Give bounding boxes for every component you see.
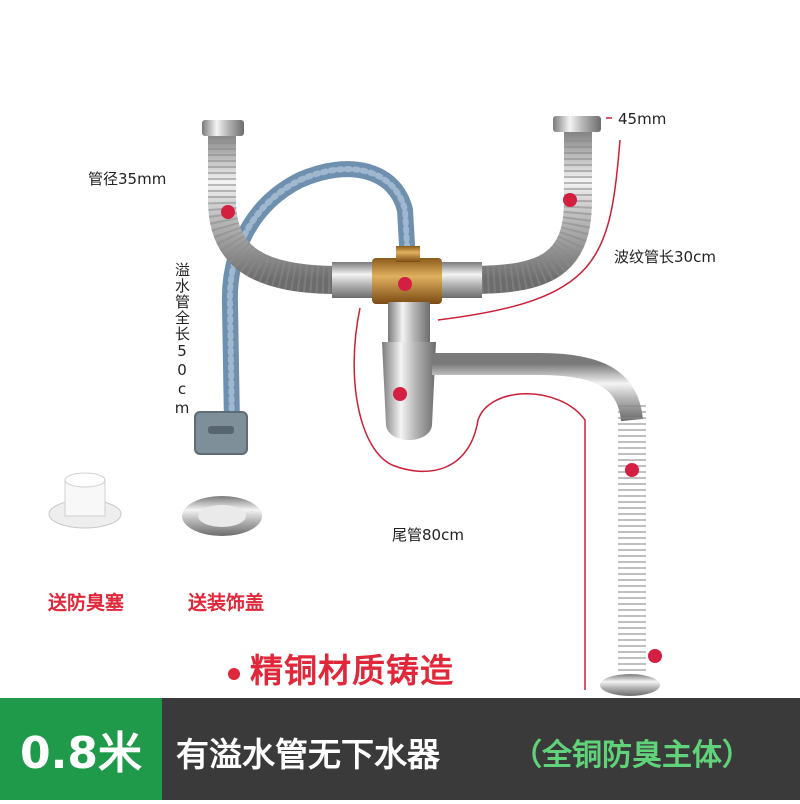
marker-dots [221,193,662,663]
gift-deodorant-plug: 送防臭塞 [47,592,124,614]
gift-decorative-cover: 送装饰盖 [187,592,264,614]
tail-pipe-length-label: 尾管80cm [392,526,464,544]
deodorant-plug-image [48,472,122,529]
headline: 精铜材质铸造 [250,651,454,690]
size-badge: 0.8米 [0,698,162,800]
corrugated-length-label: 波纹管长30cm [614,248,716,266]
gift-circle-plug [37,466,133,562]
pipe-diameter-label: 管径35mm [88,170,167,188]
decorative-cover-image [182,496,262,536]
overflow-length-label: 溢水管全长50cm [173,262,191,418]
footer-note: （全铜防臭主体） [512,738,752,773]
headline-bullet [228,668,240,680]
footer-banner: 0.8米 有溢水管无下水器 （全铜防臭主体） [0,698,800,800]
outlet-size-label: 45mm [618,110,667,128]
p-trap [382,342,436,440]
footer-title: 有溢水管无下水器 [176,735,440,774]
footer-dark-bar [162,698,800,800]
tail-base [600,674,660,696]
right-corrugated-pipe [440,128,592,294]
